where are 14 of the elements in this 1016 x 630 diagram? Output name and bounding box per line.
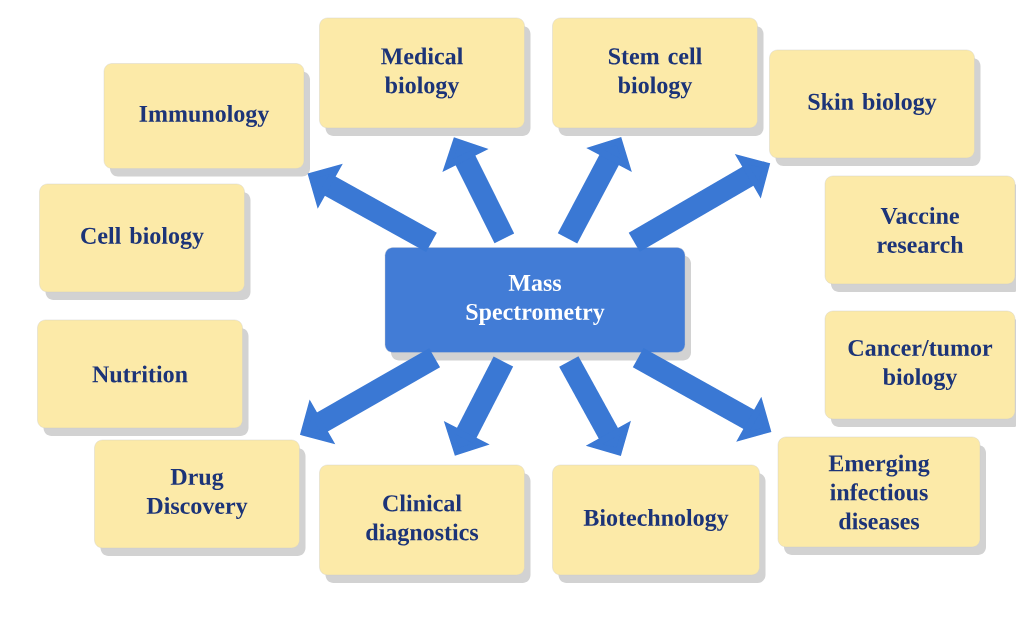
block-arrow (559, 356, 631, 456)
topic-box: Nutrition (37, 319, 249, 436)
topic-box: Medical biology (319, 17, 531, 136)
topic-box: Clinical diagnostics (319, 464, 531, 583)
topic-box: Emerging infectious diseases (777, 436, 986, 555)
topic-box: Immunology (103, 63, 310, 177)
topic-box: Vaccine research (824, 175, 1016, 292)
topic-box: Cell biology (39, 183, 251, 300)
topic-box: Cancer/tumor biology (824, 310, 1016, 427)
center-box: Mass Spectrometry (384, 247, 691, 361)
topic-box: Biotechnology (552, 464, 766, 583)
topic-box: Drug Discovery (94, 439, 306, 556)
topic-box: Skin biology (769, 49, 981, 166)
topic-box: Stem cell biology (552, 17, 764, 136)
